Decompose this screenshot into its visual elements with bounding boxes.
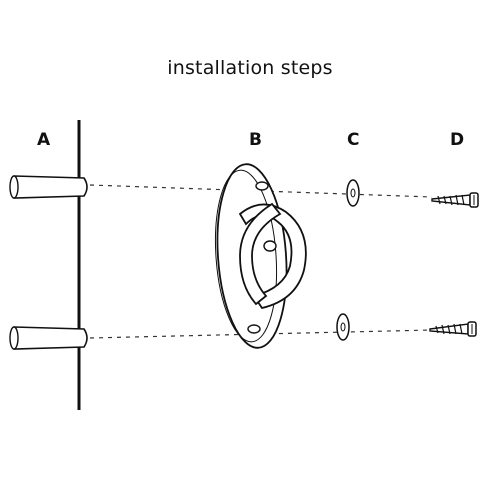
wall-anchor-icon — [9, 326, 88, 350]
washer-icon — [336, 313, 350, 341]
part-label-d: D — [450, 130, 465, 150]
ceiling-hook-plate-icon — [214, 163, 307, 349]
screw-icon — [431, 192, 479, 208]
screw-icon — [429, 321, 477, 337]
part-label-b: B — [249, 130, 262, 150]
washer-icon — [346, 179, 360, 207]
wall-anchor-icon — [9, 175, 88, 199]
diagram-title: installation steps — [167, 57, 333, 79]
part-label-c: C — [347, 130, 360, 150]
part-label-a: A — [37, 130, 51, 150]
